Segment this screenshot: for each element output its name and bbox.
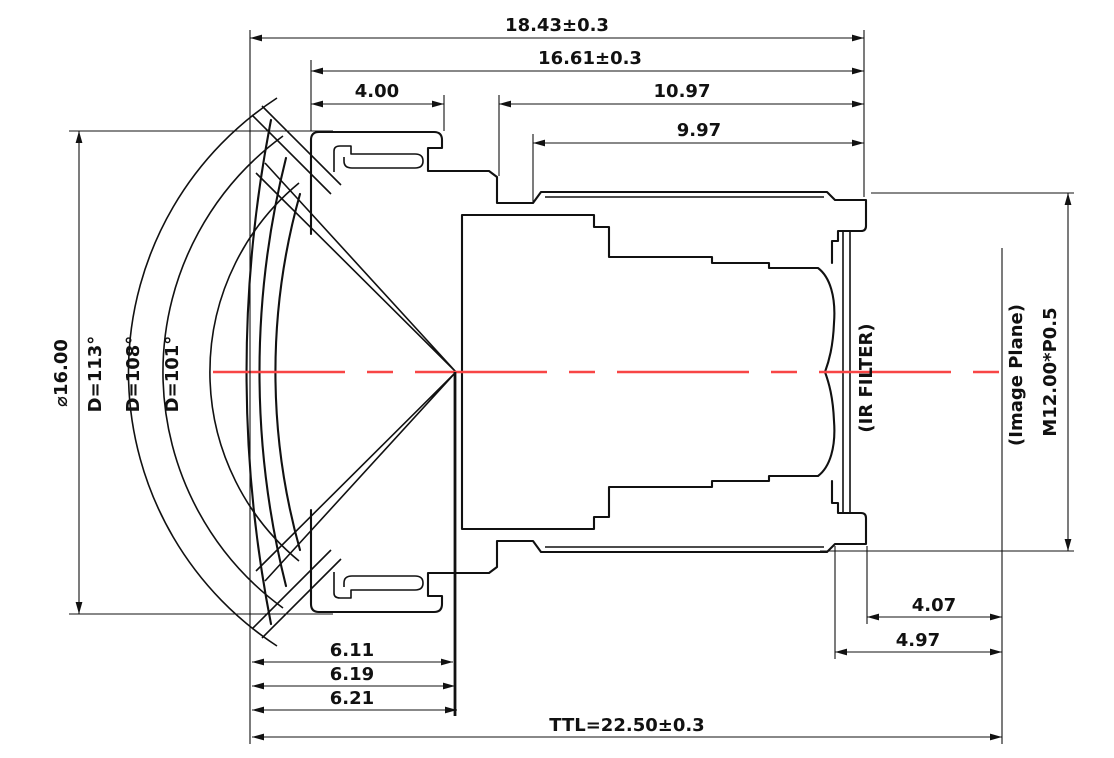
dimension-lines: [75, 34, 1072, 741]
dim-text-barrel-length: 16.61±0.3: [538, 48, 642, 69]
dome-rim-chamfer: [251, 105, 342, 195]
dim-text-rear-image-2: 4.97: [896, 630, 940, 651]
extension-lines: [69, 30, 1074, 744]
dim-text-rear-image-1: 4.07: [912, 595, 956, 616]
retaining-clip: [333, 145, 424, 172]
barrel-outline: [309, 130, 868, 265]
dim-text-thread-short: 9.97: [677, 120, 721, 141]
dim-text-apex-3: 6.21: [330, 688, 374, 709]
label-image-plane: (Image Plane): [1006, 304, 1027, 446]
fov-arcs: [127, 97, 300, 647]
dim-text-ttl: TTL=22.50±0.3: [549, 715, 704, 736]
dim-text-overall-length: 18.43±0.3: [505, 15, 609, 36]
ir-filter-glass: [842, 230, 851, 372]
interior-bore: [460, 213, 836, 374]
label-mount-thread: M12.00*P0.5: [1040, 307, 1061, 436]
dimension-texts: 18.43±0.3 16.61±0.3 4.00 10.97 9.97 6.11…: [51, 15, 1061, 736]
dim-text-thread-long: 10.97: [654, 81, 711, 102]
label-ir-filter: (IR FILTER): [856, 323, 877, 432]
dim-text-apex-1: 6.11: [330, 640, 374, 661]
dim-text-front-diameter: ⌀16.00: [51, 339, 72, 407]
label-fov-horizontal: D=108°: [123, 336, 144, 413]
label-fov-diagonal: D=113°: [85, 336, 106, 413]
dim-text-apex-2: 6.19: [330, 664, 374, 685]
front-element-cone: [255, 162, 457, 373]
dim-text-front-section: 4.00: [355, 81, 399, 102]
label-fov-vertical: D=101°: [162, 336, 183, 413]
